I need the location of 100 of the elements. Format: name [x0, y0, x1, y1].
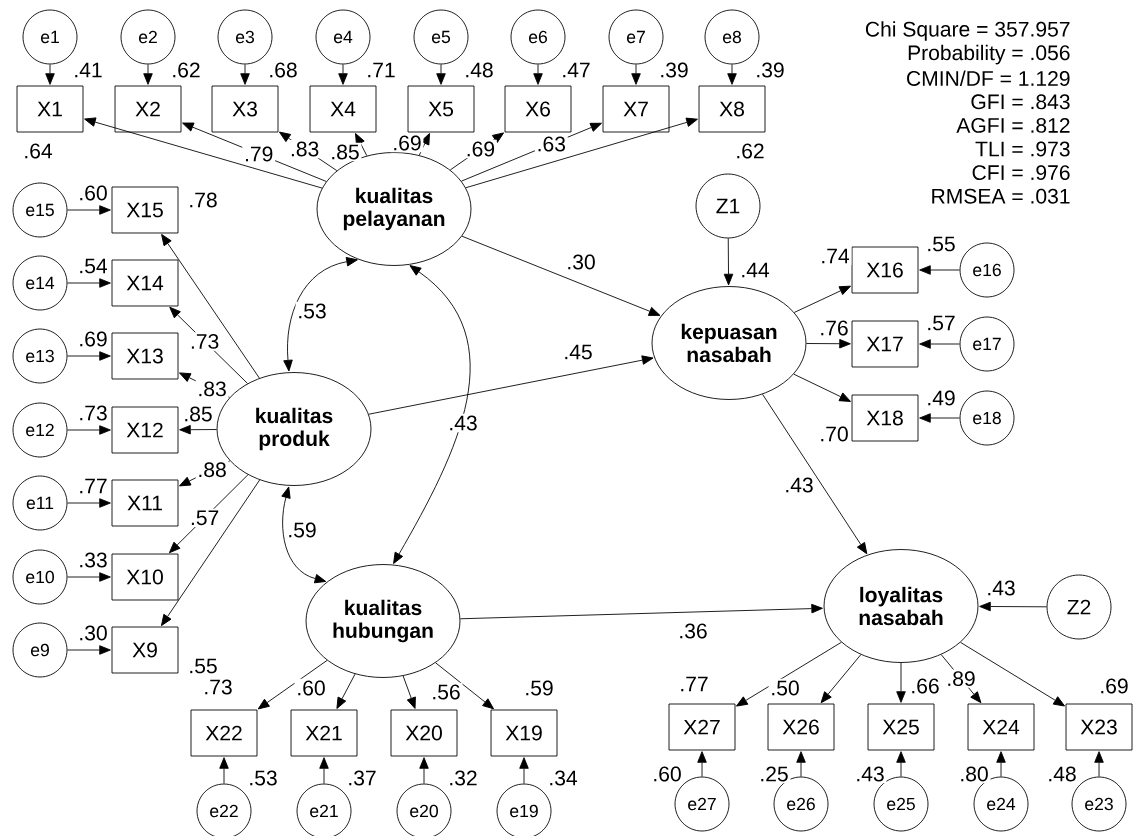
fit-statistic: Probability = .056 [908, 44, 1070, 65]
arrow [919, 339, 961, 349]
indicator-box: X8 [698, 85, 766, 133]
indicator-box: X7 [602, 85, 670, 133]
arrow [240, 64, 250, 85]
value-label: .54 [76, 256, 110, 276]
arrow [336, 673, 356, 709]
indicator-box: X22 [190, 709, 258, 757]
fit-statistic: CFI = .976 [972, 165, 1070, 181]
fit-statistic: TLI = .973 [975, 141, 1070, 157]
arrow [793, 285, 851, 313]
indicator-box: X11 [111, 479, 179, 527]
value-label: .25 [757, 764, 791, 784]
arrow [161, 479, 261, 627]
indicator-box: X25 [867, 703, 935, 751]
arrow [84, 117, 323, 189]
edge-label: .74 [822, 248, 850, 264]
edge-label: .30 [568, 254, 595, 270]
arrow [960, 641, 1065, 707]
arrow [1094, 751, 1104, 778]
value-label: .49 [924, 388, 958, 408]
edge-label: .66 [912, 678, 939, 694]
fit-statistic: RMSEA = .031 [932, 188, 1070, 204]
arrow [368, 355, 654, 415]
edge-label: .85 [185, 406, 212, 422]
value-label: .69 [76, 329, 110, 349]
arrow [67, 278, 111, 288]
edge-label: .69 [1101, 678, 1128, 694]
indicator-box: X18 [851, 394, 919, 442]
edge-label: .73 [191, 333, 219, 349]
arrow [402, 675, 416, 709]
fit-statistic: GFI = .843 [971, 94, 1070, 110]
indicator-box: X2 [114, 85, 182, 133]
indicator-box: X1 [16, 85, 84, 133]
arrow [143, 64, 153, 85]
arrow [161, 234, 260, 379]
indicator-box: X3 [211, 85, 279, 133]
arrow [459, 603, 823, 620]
arrow [996, 751, 1006, 778]
indicator-box: X17 [851, 320, 919, 368]
indicator-box: X24 [967, 703, 1035, 751]
edge-label: .70 [821, 426, 848, 442]
arrow [319, 757, 329, 785]
edge-label: .83 [291, 141, 319, 157]
arrow [806, 339, 851, 349]
arrow [257, 659, 328, 710]
edge-label: .69 [394, 135, 421, 151]
edge-label: .50 [772, 680, 799, 696]
indicator-box: X19 [490, 709, 558, 757]
arrow [519, 757, 529, 785]
arrow [979, 601, 1048, 612]
edge-label: .62 [737, 143, 764, 159]
indicator-box: X26 [767, 703, 835, 751]
edge-label: .53 [299, 303, 326, 319]
fit-statistic: AGFI = .812 [956, 117, 1070, 133]
value-label: .33 [76, 550, 110, 570]
edge-label: .69 [467, 141, 495, 157]
arrow [67, 425, 111, 435]
double-headed-arrow [393, 265, 471, 564]
edge-label: .78 [190, 192, 217, 208]
edge-label: .45 [565, 344, 592, 360]
double-headed-arrow [283, 257, 358, 372]
arrow [723, 238, 734, 286]
arrow [896, 751, 906, 778]
arrow [697, 751, 707, 778]
arrow [67, 205, 111, 215]
double-headed-arrow [281, 486, 327, 584]
edge-label: .79 [246, 146, 273, 162]
value-label: .43 [853, 764, 887, 784]
arrow [465, 117, 698, 189]
arrow [67, 351, 111, 361]
indicator-box: X14 [111, 259, 179, 307]
value-label: .60 [76, 183, 110, 203]
value-label: .57 [924, 313, 958, 333]
arrow [338, 64, 348, 85]
arrow [419, 757, 429, 785]
edge-label: .64 [25, 143, 53, 159]
edge-label: .63 [538, 136, 566, 152]
arrow [727, 64, 737, 85]
edge-label: .55 [190, 658, 217, 674]
value-label: .73 [76, 403, 110, 423]
arrow [355, 133, 368, 157]
arrow [820, 654, 862, 704]
indicator-box: X9 [111, 626, 179, 674]
value-label: .30 [76, 623, 110, 643]
arrow [736, 641, 842, 707]
edge-label: .73 [205, 679, 232, 695]
arrow [919, 265, 961, 275]
value-label: .43 [984, 578, 1018, 598]
arrow [631, 64, 641, 85]
edge-label: .60 [298, 680, 325, 696]
arrow [179, 424, 218, 435]
indicator-box: X6 [504, 85, 572, 133]
indicator-box: X27 [668, 703, 736, 751]
arrow [67, 572, 111, 582]
indicator-box: X15 [111, 186, 179, 234]
value-label: .80 [957, 764, 991, 784]
edge-label: .56 [433, 684, 460, 700]
edge-label: .59 [526, 680, 553, 696]
arrow [461, 235, 661, 316]
